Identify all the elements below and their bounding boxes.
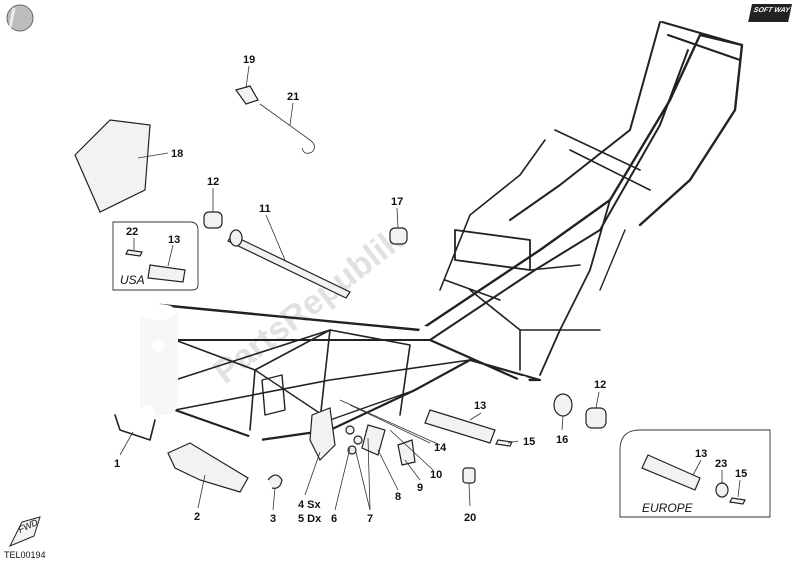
callout-11: 11 [259, 203, 271, 215]
callout-16: 16 [556, 434, 568, 446]
part-fork-stop-2 [167, 442, 249, 493]
callout-13c: 13 [695, 448, 707, 460]
callout-15b: 15 [735, 468, 747, 480]
part-cable-14 [339, 399, 441, 446]
callout-20: 20 [464, 512, 476, 524]
part-bushing-12a [203, 211, 223, 229]
callout-5: 5 Dx [298, 513, 322, 525]
usa-inset [112, 221, 199, 291]
part-bracket-9 [397, 439, 416, 466]
part-plug-20 [462, 467, 476, 484]
leader-lines [119, 65, 741, 511]
brand-logo: SOFT WAY [748, 4, 792, 22]
part-spacer-13 [424, 409, 496, 444]
callout-15a: 15 [523, 436, 535, 448]
part-bushing-17 [389, 227, 408, 245]
callout-9: 9 [417, 482, 423, 494]
callout-22: 22 [126, 226, 138, 238]
callout-6: 6 [331, 513, 337, 525]
callout-10: 10 [430, 469, 442, 481]
callout-8: 8 [395, 491, 401, 503]
part-screw-19 [235, 85, 259, 105]
part-rod-21 [259, 103, 315, 154]
callout-12a: 12 [207, 176, 219, 188]
europe-label: EUROPE [642, 501, 694, 515]
callout-12b: 12 [594, 379, 606, 391]
part-bracket-4-5 [309, 407, 336, 462]
part-bushing-12b [585, 407, 607, 429]
callout-21: 21 [287, 91, 299, 103]
motorcycle-frame [114, 21, 744, 447]
callout-1: 1 [114, 458, 120, 470]
callout-19: 19 [243, 54, 255, 66]
part-bolt-11 [227, 229, 351, 299]
callout-14: 14 [434, 442, 447, 454]
part-label-18 [74, 119, 151, 213]
callout-7: 7 [367, 513, 373, 525]
callout-4: 4 Sx [298, 499, 322, 511]
part-bushing-16 [553, 393, 573, 417]
part-bracket-8 [361, 424, 386, 456]
callout-18: 18 [171, 148, 183, 160]
brand-logo-text: SOFT WAY [753, 7, 792, 14]
fwd-arrow-icon: FWD [8, 516, 41, 547]
callout-13b: 13 [474, 400, 486, 412]
usa-label: USA [120, 273, 145, 287]
callout-17: 17 [391, 196, 403, 208]
europe-inset [619, 429, 771, 518]
callout-23: 23 [715, 458, 727, 470]
part-clip-3 [267, 474, 283, 489]
roundel-icon [6, 4, 34, 32]
callout-2: 2 [194, 511, 200, 523]
callout-3: 3 [270, 513, 276, 525]
callout-13a: 13 [168, 234, 180, 246]
part-bolt-15 [495, 439, 513, 447]
drawing-id: TEL00194 [4, 550, 46, 560]
